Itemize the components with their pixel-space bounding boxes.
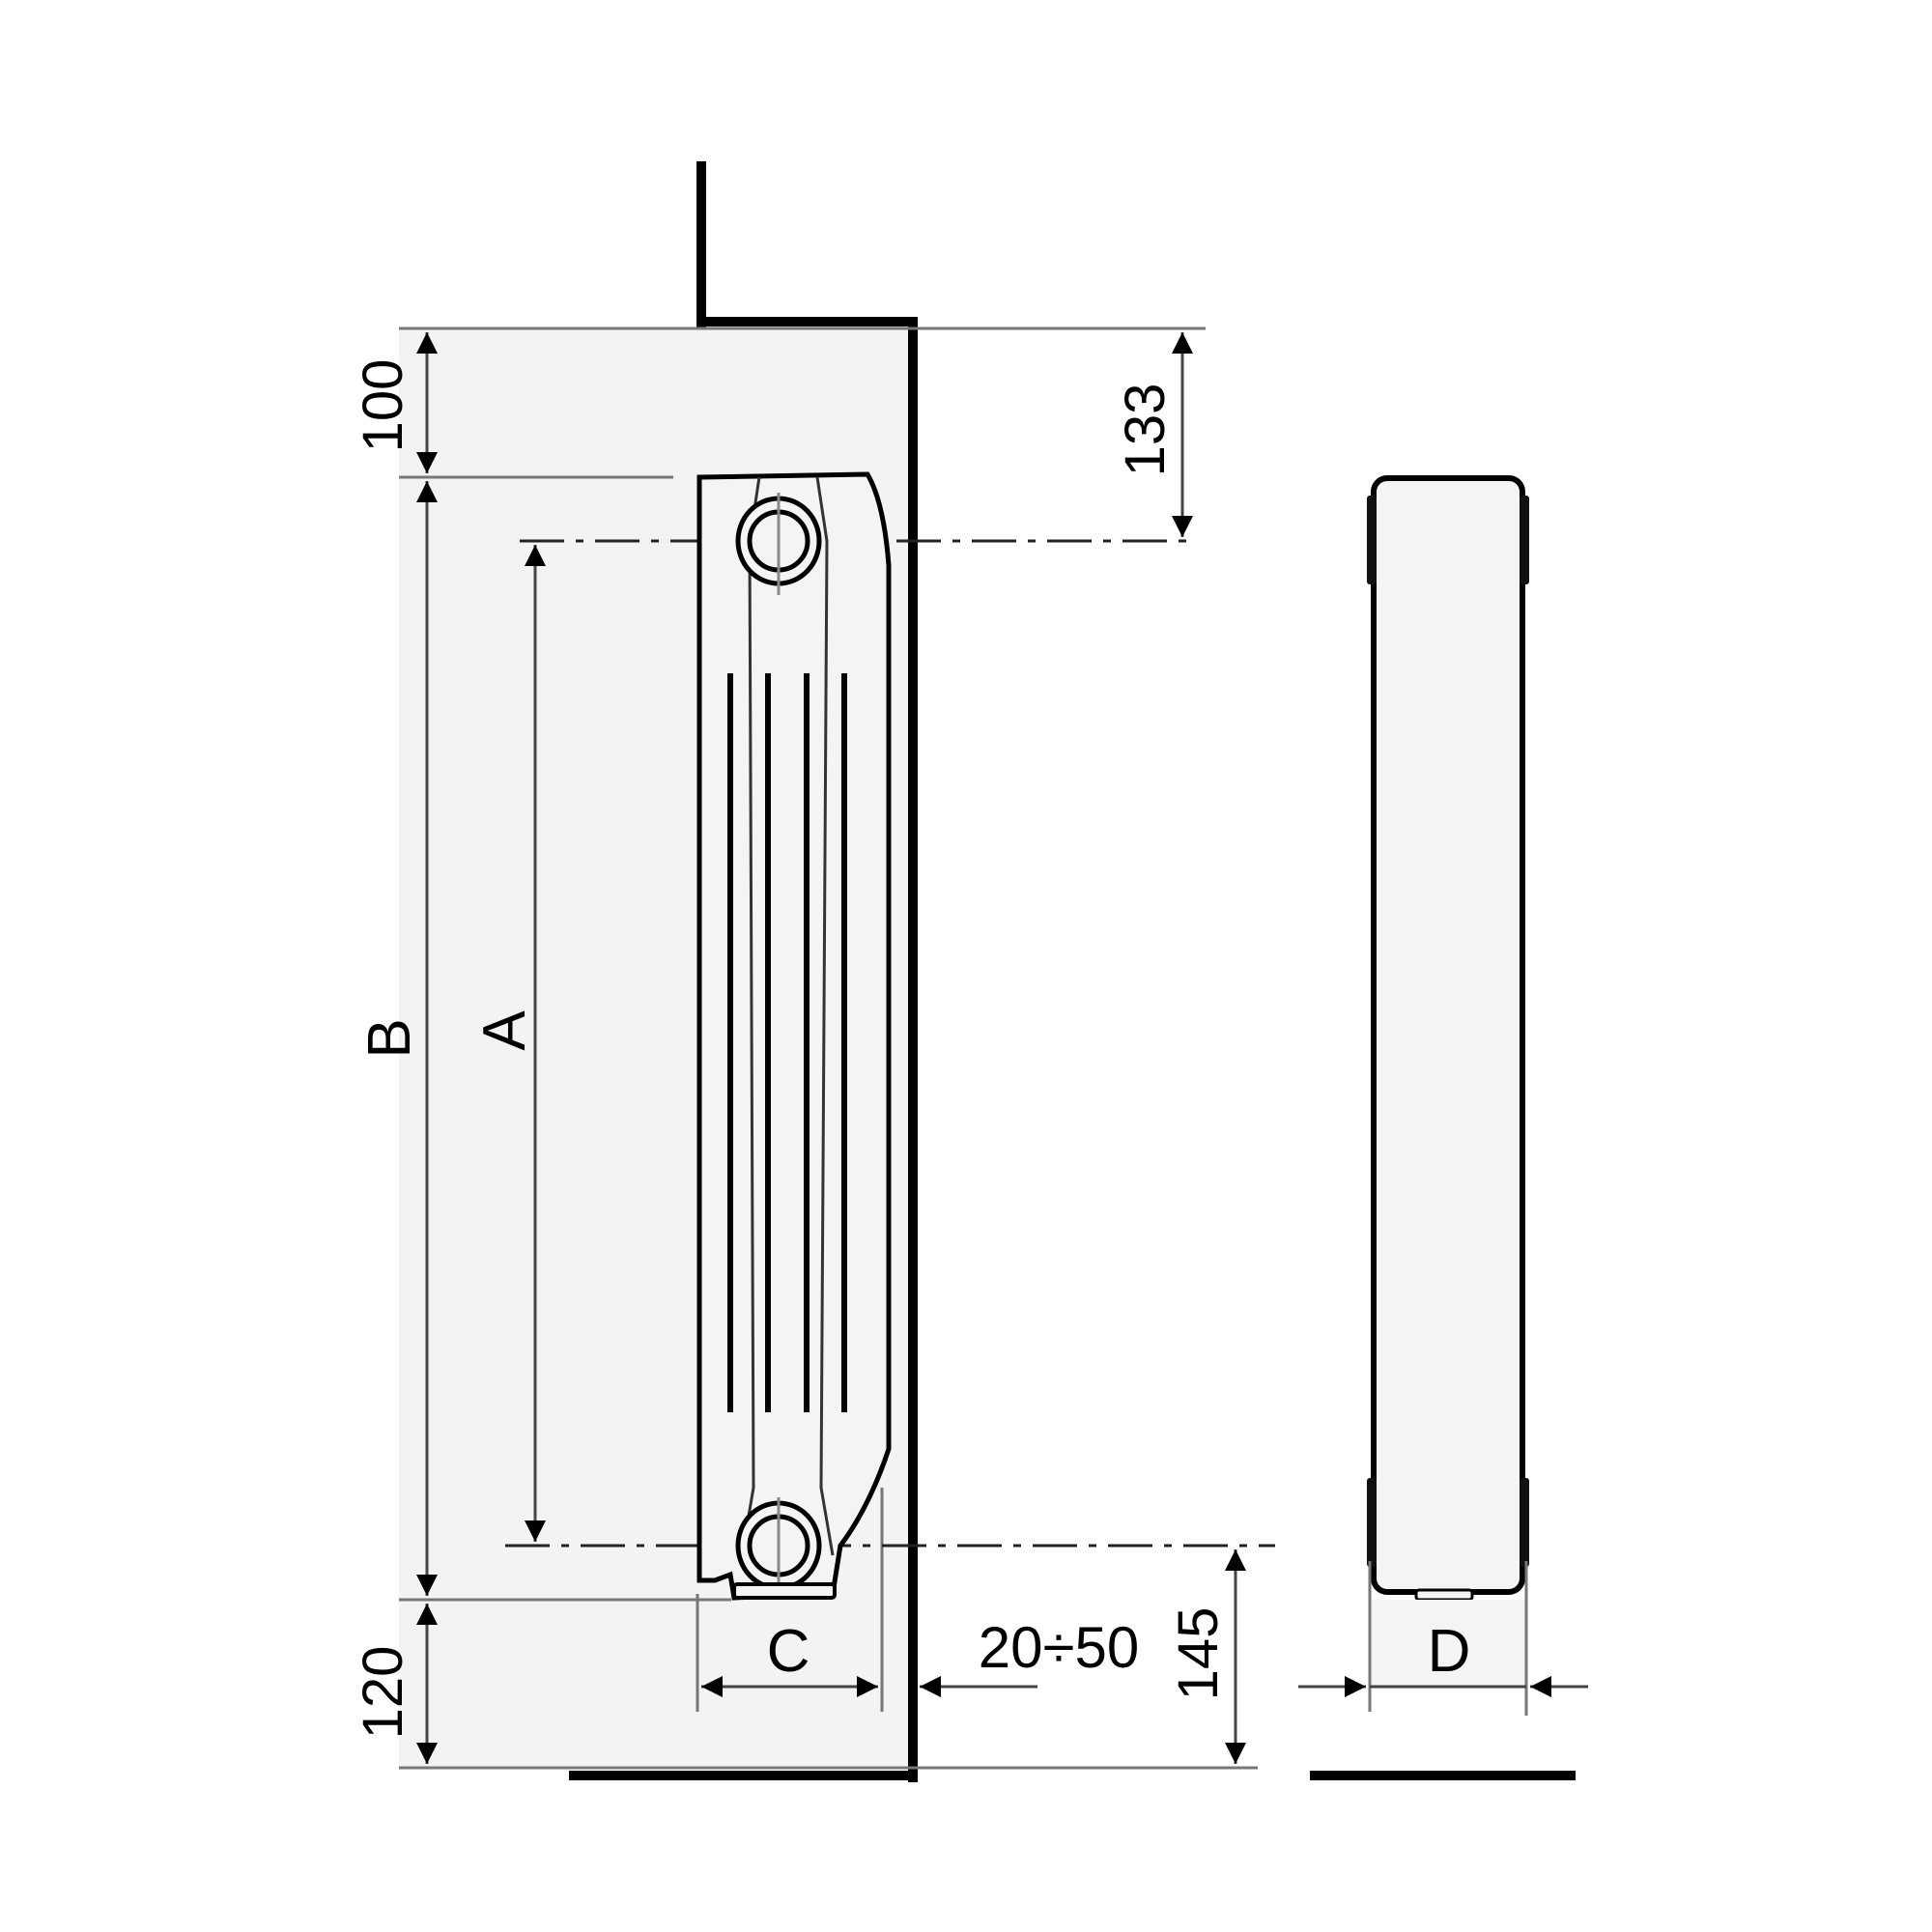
dimension-width: D [1298, 1561, 1588, 1716]
label-floor-to-axis: 145 [1167, 1607, 1230, 1701]
dimension-floor-to-axis: 145 [1167, 1549, 1246, 1764]
dimension-axis-distance: A [471, 545, 546, 1542]
label-wall-gap: 20÷50 [979, 1615, 1139, 1680]
radiator-front-view [696, 471, 892, 1601]
label-depth: C [767, 1618, 810, 1685]
dimension-wall-gap: 20÷50 [920, 1615, 1139, 1697]
dimension-depth: C [701, 1618, 878, 1697]
radiator-fins [727, 673, 847, 1412]
dimension-bottom-clearance: 120 [352, 1604, 438, 1764]
dimension-top-to-axis: 133 [1114, 332, 1193, 537]
label-axis-distance: A [471, 1010, 538, 1051]
radiator-side-view [1367, 475, 1529, 1689]
label-top-clearance: 100 [352, 359, 414, 453]
dimension-overall-height: B [356, 481, 438, 1596]
label-bottom-clearance: 120 [352, 1646, 414, 1740]
label-top-to-axis: 133 [1114, 384, 1177, 477]
wall-outline [569, 161, 918, 1782]
dimension-top-clearance: 100 [352, 332, 438, 473]
extension-lines [399, 327, 1258, 1770]
label-overall-height: B [356, 1018, 423, 1058]
label-width: D [1428, 1618, 1471, 1685]
